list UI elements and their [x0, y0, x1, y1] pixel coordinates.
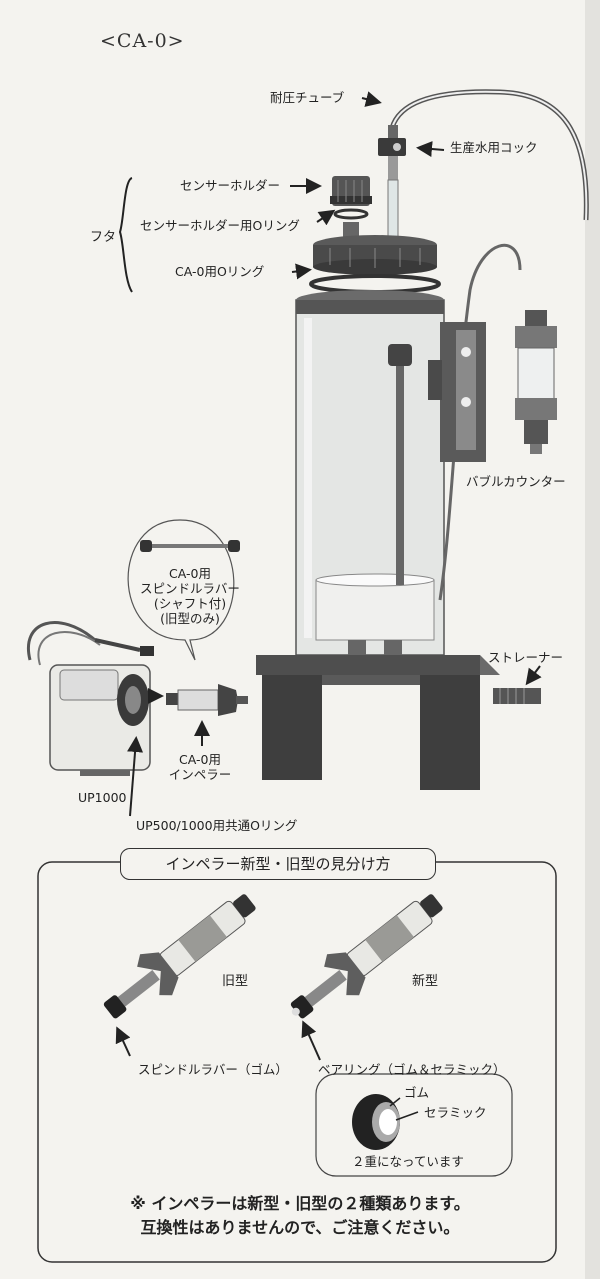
reactor-cylinder [295, 290, 445, 660]
page-edge [585, 0, 600, 1279]
bearing-detail [352, 1094, 400, 1150]
bracket [428, 322, 486, 462]
lid-brace [118, 177, 133, 293]
label-spindle-rubber: CA-0用 スピンドルラバー (シャフト付) (旧型のみ) [140, 566, 240, 626]
label-sensor-holder: センサーホルダー [180, 178, 281, 193]
label-strainer: ストレーナー [488, 650, 564, 665]
sensor-holder [330, 176, 372, 206]
impeller [166, 684, 248, 716]
comparison-title: インペラー新型・旧型の見分け方 [120, 848, 436, 880]
pump-up1000 [27, 621, 154, 776]
label-cock: 生産水用コック [450, 140, 538, 155]
note-line-2: 互換性はありませんので、ご注意ください。 [140, 1218, 460, 1237]
stand [256, 655, 500, 790]
label-tube: 耐圧チューブ [270, 90, 345, 105]
bearing-callout [315, 1073, 513, 1177]
sensor-oring [333, 208, 369, 220]
page-title: <CA-0> [100, 30, 185, 52]
spindle-rubber-shaft [140, 540, 240, 552]
lid [313, 222, 437, 275]
bubble-counter [515, 310, 557, 454]
label-sensor-oring: センサーホルダー用Oリング [140, 218, 300, 233]
label-new: 新型 [412, 974, 439, 989]
label-ceramic: セラミック [424, 1105, 487, 1120]
label-ca0-oring: CA-0用Oリング [175, 264, 265, 279]
label-double: ２重になっています [352, 1154, 464, 1169]
cock-valve [378, 125, 406, 184]
strainer [493, 688, 541, 704]
label-lid: フタ [90, 230, 117, 245]
old-impeller [103, 894, 256, 1019]
new-impeller [290, 894, 443, 1019]
label-old-part: スピンドルラバー（ゴム） [138, 1062, 288, 1077]
label-rubber: ゴム [404, 1085, 430, 1100]
label-impeller: CA-0用 インペラー [168, 752, 232, 782]
label-common-oring: UP500/1000用共通Oリング [136, 818, 298, 833]
ca0-oring [309, 274, 441, 294]
label-new-part: ベアリング（ゴム＆セラミック） [318, 1062, 506, 1077]
label-old: 旧型 [222, 974, 249, 989]
note-line-1: ※ インペラーは新型・旧型の２種類あります。 [130, 1194, 470, 1213]
label-bubble-counter: バブルカウンター [466, 474, 566, 489]
label-pump: UP1000 [78, 790, 127, 805]
